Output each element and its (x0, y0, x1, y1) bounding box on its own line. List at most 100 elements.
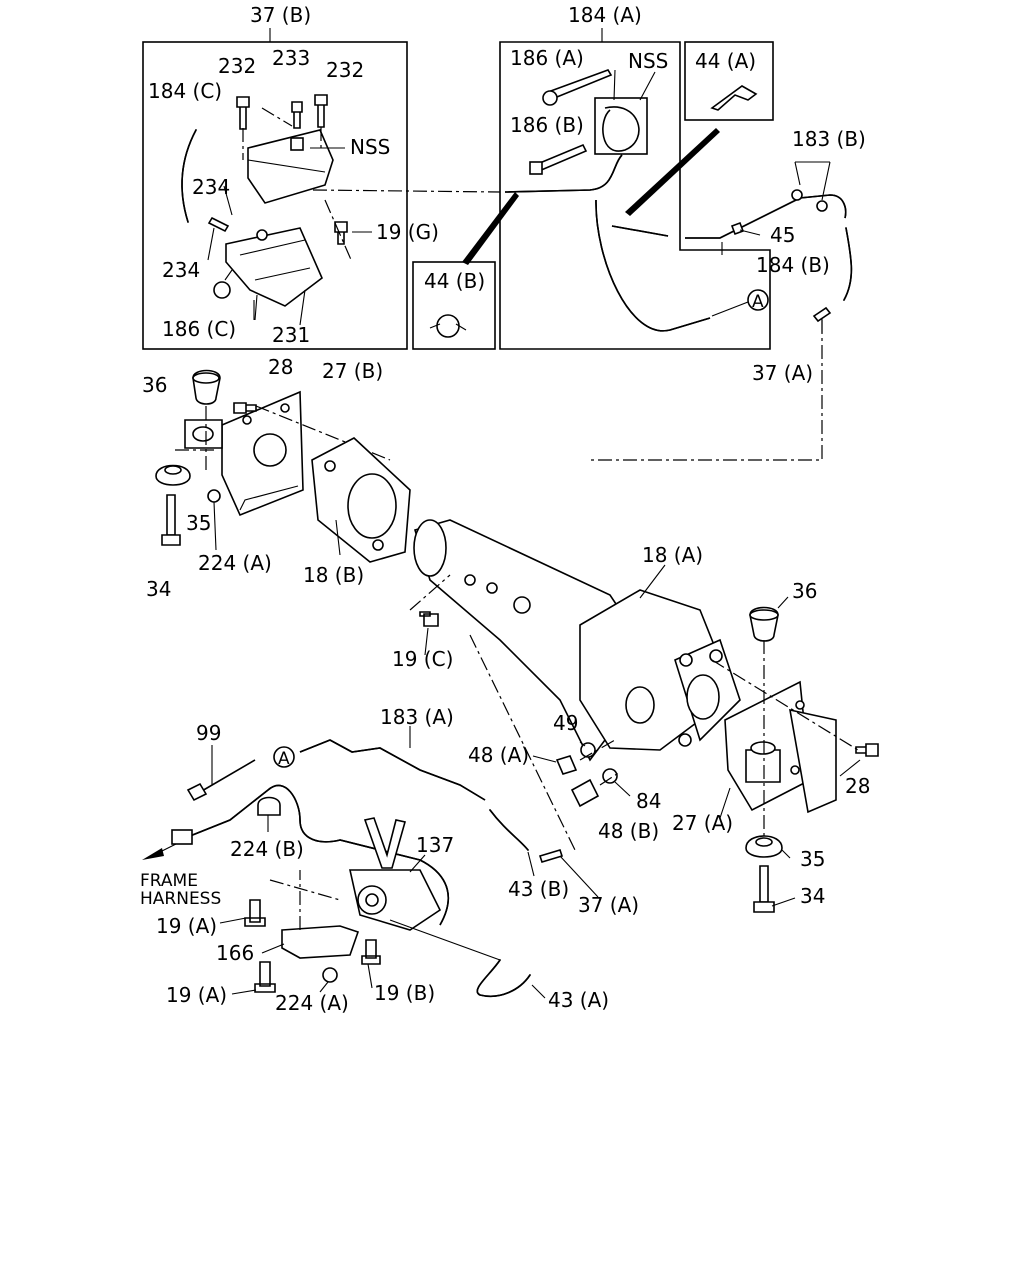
label-49: 49 (553, 711, 578, 735)
label-18a: 18 (A) (642, 543, 703, 567)
label-166: 166 (216, 941, 254, 965)
label-234-top: 234 (192, 175, 230, 199)
label-186c: 186 (C) (162, 317, 236, 341)
label-37b: 37 (B) (250, 3, 311, 27)
label-27a: 27 (A) (672, 811, 733, 835)
bolt-232-left (236, 96, 250, 130)
hose-assembly-frame (499, 41, 771, 350)
label-37a-top: 37 (A) (752, 361, 813, 385)
label-harness: HARNESS (140, 889, 221, 909)
pipe-183b-group (590, 161, 853, 461)
label-224a-bottom: 224 (A) (275, 991, 349, 1015)
bolt-19c (419, 611, 439, 627)
label-232-right: 232 (326, 58, 364, 82)
bolt-19a-bottom (254, 961, 276, 993)
callout-a-bottom (273, 746, 295, 768)
label-231: 231 (272, 323, 310, 347)
label-137: 137 (416, 833, 454, 857)
fitting-37a-top (812, 306, 832, 323)
label-48b: 48 (B) (598, 819, 659, 843)
wedge-line-right (625, 128, 720, 216)
label-234-bottom: 234 (162, 258, 200, 282)
callout-a-top (747, 289, 769, 311)
label-232-left: 232 (218, 54, 256, 78)
pipe-183a (299, 739, 486, 801)
clamp-186c (213, 281, 231, 299)
reservoir-frame (142, 41, 408, 350)
label-27b: 27 (B) (322, 359, 383, 383)
clip-44b-group (412, 261, 496, 350)
callout-a-bottom-label: A (278, 749, 290, 769)
label-19a-bottom: 19 (A) (166, 983, 227, 1007)
bolt-232-right (314, 94, 328, 128)
fitting-37a-bottom (538, 849, 564, 863)
clip-44b (436, 314, 460, 338)
zip-tie-186a (546, 69, 613, 101)
label-19g: 19 (G) (376, 220, 439, 244)
bolt-45 (730, 221, 745, 236)
clip-44a-group (684, 41, 774, 121)
right-mount-group (711, 606, 879, 913)
callout-a-top-label: A (752, 292, 764, 312)
label-224b: 224 (B) (230, 837, 304, 861)
label-43a: 43 (A) (548, 988, 609, 1012)
bolt-233 (291, 101, 303, 129)
clip-44a-frame (684, 41, 774, 121)
hose-assembly-group: A (462, 28, 771, 350)
plug-48a (555, 755, 578, 775)
bolt-28-top (233, 402, 257, 414)
bracket-231 (225, 227, 323, 307)
label-19b: 19 (B) (374, 981, 435, 1005)
label-184b: 184 (B) (756, 253, 830, 277)
label-37a-bottom: 37 (A) (578, 893, 639, 917)
clip-224a-top (207, 489, 221, 503)
label-nss-left: NSS (350, 135, 390, 159)
label-nss-right: NSS (628, 49, 668, 73)
label-36-left: 36 (142, 373, 167, 397)
label-44b: 44 (B) (424, 269, 485, 293)
clip-44a (710, 85, 758, 111)
label-183b: 183 (B) (792, 127, 866, 151)
frame-harness-arrow (142, 848, 164, 860)
label-84: 84 (636, 789, 661, 813)
bolt-34-left (166, 494, 176, 536)
label-28-right: 28 (845, 774, 870, 798)
bolt-34-right (759, 865, 769, 903)
label-frame: FRAME (140, 871, 198, 891)
label-34-right: 34 (800, 884, 825, 908)
clip-234 (207, 216, 230, 233)
label-99: 99 (196, 721, 221, 745)
label-183a: 183 (A) (380, 705, 454, 729)
label-233: 233 (272, 46, 310, 70)
bracket-166 (281, 925, 360, 959)
bolt-19g (334, 221, 348, 245)
label-44a: 44 (A) (695, 49, 756, 73)
label-186b: 186 (B) (510, 113, 584, 137)
clip-224b (257, 796, 281, 816)
clip-224a-bottom (322, 967, 338, 983)
label-184c: 184 (C) (148, 79, 222, 103)
label-48a: 48 (A) (468, 743, 529, 767)
bolt-28-right (855, 743, 879, 757)
label-36-right: 36 (792, 579, 817, 603)
axle-housing-group (311, 437, 741, 851)
label-224a-top: 224 (A) (198, 551, 272, 575)
plug-48b (570, 778, 600, 808)
clip-44b-frame (412, 261, 496, 350)
harness-connector (171, 829, 193, 845)
leader-lines (207, 69, 861, 999)
switch-137 (349, 869, 442, 931)
wire-99 (194, 759, 256, 796)
label-19a-top: 19 (A) (156, 914, 217, 938)
lower-assembly-group: A (142, 739, 564, 997)
wedge-line-left (462, 192, 519, 265)
label-35-left: 35 (186, 511, 211, 535)
label-45: 45 (770, 223, 795, 247)
label-186a: 186 (A) (510, 46, 584, 70)
part-labels: 37 (B) 184 (A) 232 233 232 184 (C) NSS 2… (140, 3, 870, 1015)
label-28-top: 28 (268, 355, 293, 379)
drain-plug-group (555, 739, 621, 808)
left-mount-group (155, 369, 391, 546)
label-35-right: 35 (800, 847, 825, 871)
